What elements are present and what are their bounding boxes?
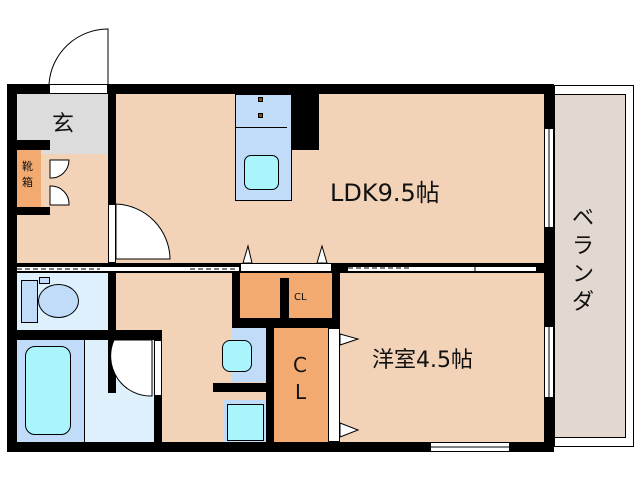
bathtub xyxy=(25,346,71,435)
label-closet-small: CL xyxy=(294,292,307,303)
label-veranda-2: ラ xyxy=(572,234,595,259)
bath-divider xyxy=(84,340,85,442)
washroom-door[interactable] xyxy=(154,340,162,396)
label-shoebox-2: 箱 xyxy=(22,176,33,189)
wall-vanity-bottom xyxy=(213,383,266,392)
label-entrance: 玄 xyxy=(52,112,75,137)
burner-icon xyxy=(258,113,263,118)
stove-divider xyxy=(235,127,287,128)
ldk-door-swing-icon xyxy=(115,203,171,260)
closet xyxy=(274,328,328,442)
wall-closet-left xyxy=(232,263,240,328)
entrance-door-swing-icon xyxy=(48,28,109,85)
label-ldk: LDK9.5帖 xyxy=(330,179,440,207)
wall-closet-divider xyxy=(280,278,289,318)
label-closet-c: C xyxy=(293,353,307,377)
sliding-door-toilet-ldk[interactable] xyxy=(17,266,239,272)
shoebox-door-swing-icon xyxy=(49,185,70,206)
ldk-room xyxy=(116,94,544,264)
toilet-lid xyxy=(39,277,50,284)
wall-closet-bottom xyxy=(232,318,340,328)
burner-icon xyxy=(258,97,263,102)
wall-bottom xyxy=(7,442,554,452)
wall-shoebox-bottom xyxy=(17,207,50,215)
label-veranda-1: ベ xyxy=(572,206,595,231)
label-closet-l: L xyxy=(295,380,307,404)
wall-right xyxy=(544,84,554,452)
shoe-box xyxy=(17,150,41,207)
sliding-door-ldk-western[interactable] xyxy=(348,266,536,272)
western-room xyxy=(340,272,544,442)
closet-hinge-icon xyxy=(339,422,360,438)
closet-hinge-icon xyxy=(242,244,253,264)
washroom-door-swing-icon xyxy=(110,339,153,397)
kitchen-sink xyxy=(244,155,279,190)
wall-left xyxy=(7,84,17,452)
closet-door[interactable] xyxy=(328,328,340,442)
wall-shoebox-top xyxy=(17,140,50,150)
washing-machine xyxy=(227,404,264,441)
label-western-room: 洋室4.5帖 xyxy=(372,348,473,373)
entrance-door-opening[interactable] xyxy=(49,84,108,94)
shoebox-door-swing-icon xyxy=(49,159,70,179)
label-shoebox-1: 靴 xyxy=(22,160,33,173)
label-veranda-4: ダ xyxy=(572,290,595,315)
wall-entrance-right xyxy=(108,94,116,204)
veranda-floor xyxy=(554,94,626,438)
wall-top xyxy=(7,84,554,94)
label-veranda-3: ン xyxy=(572,262,595,287)
wall-toilet-right xyxy=(108,263,116,393)
wall-kitchen-column xyxy=(287,94,319,150)
closet-door-small[interactable] xyxy=(240,263,332,272)
toilet-bowl xyxy=(38,284,79,318)
closet-hinge-icon xyxy=(339,333,360,346)
toilet-tank xyxy=(21,280,38,323)
wall-toilet-bottom xyxy=(16,330,162,340)
closet-hinge-icon xyxy=(316,244,328,264)
vanity-sink xyxy=(222,340,252,372)
wall-cl-left xyxy=(266,328,274,442)
